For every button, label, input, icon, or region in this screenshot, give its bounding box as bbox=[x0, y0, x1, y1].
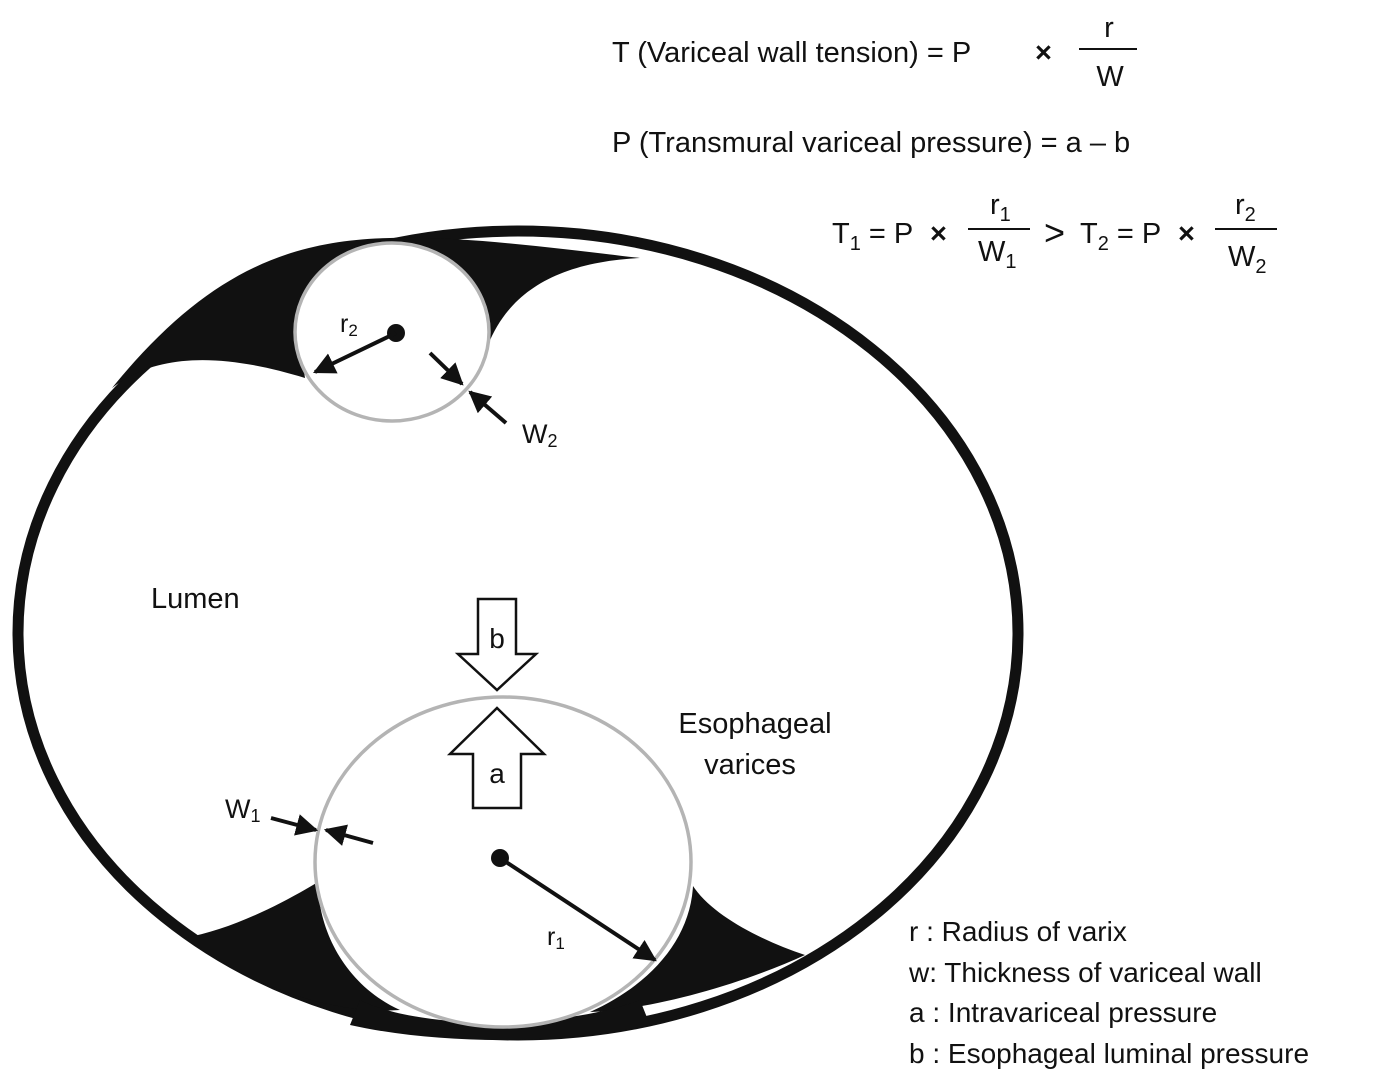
t1-main: T bbox=[832, 218, 850, 250]
t2-eq-p: = P bbox=[1109, 218, 1161, 250]
w1-arrow-inner bbox=[323, 824, 374, 846]
a-arrow-label: a bbox=[489, 758, 505, 789]
tension-times-sign: × bbox=[1035, 37, 1052, 69]
w2-label-main: W bbox=[522, 419, 548, 449]
legend-item-thickness: w: Thickness of variceal wall bbox=[908, 957, 1262, 988]
b-arrow-label: b bbox=[489, 623, 505, 654]
t2-fraction-r2: r2 bbox=[1235, 189, 1256, 226]
w2-arrow-outer bbox=[428, 351, 464, 386]
r2-sub: 2 bbox=[1245, 204, 1256, 226]
r2-label-main: r bbox=[340, 310, 348, 338]
t2-main: T bbox=[1080, 218, 1098, 250]
greater-than-sign: > bbox=[1044, 212, 1065, 253]
t2-sub: 2 bbox=[1098, 233, 1109, 255]
tension-formula-lhs: T (Variceal wall tension) = P bbox=[612, 37, 971, 69]
t1-eq-p: = P bbox=[861, 218, 913, 250]
lumen-label: Lumen bbox=[151, 583, 240, 615]
w2-arrow-inner bbox=[468, 390, 508, 425]
wall-bulge-top bbox=[112, 237, 640, 388]
tension-fraction-r: r bbox=[1104, 12, 1114, 44]
t1-fraction-r1: r1 bbox=[990, 189, 1011, 226]
varices-label-line1: Esophageal bbox=[678, 708, 831, 740]
r2-label-sub: 2 bbox=[348, 321, 357, 340]
varices-label-line2: varices bbox=[704, 749, 796, 781]
r2-label: r2 bbox=[340, 310, 358, 340]
w2-label-sub: 2 bbox=[547, 431, 557, 451]
wall-bulge-bottom-left bbox=[184, 882, 400, 1011]
t1-expression: T1 = P bbox=[832, 218, 913, 255]
wall-bulge-bottom-right bbox=[590, 886, 805, 1012]
pressure-formula: P (Transmural variceal pressure) = a – b bbox=[612, 127, 1130, 159]
r1-main: r bbox=[990, 189, 1000, 221]
wall-base-bottom bbox=[350, 1000, 650, 1040]
legend-item-luminal: b : Esophageal luminal pressure bbox=[909, 1038, 1309, 1069]
t1-fraction-w1: W1 bbox=[978, 236, 1017, 273]
pressure-a-arrow bbox=[446, 706, 548, 810]
pressure-b-arrow bbox=[454, 597, 540, 692]
w1-sub: 1 bbox=[1005, 251, 1016, 273]
t2-times-sign: × bbox=[1178, 218, 1195, 250]
r1-label-sub: 1 bbox=[555, 934, 564, 953]
w2-main: W bbox=[1228, 241, 1256, 273]
legend-item-radius: r : Radius of varix bbox=[909, 916, 1127, 947]
t1-times-sign: × bbox=[930, 218, 947, 250]
r1-sub: 1 bbox=[1000, 204, 1011, 226]
r1-label-main: r bbox=[547, 923, 555, 951]
w1-main: W bbox=[978, 236, 1006, 268]
r2-radius-arrow bbox=[313, 331, 397, 374]
w2-label: W2 bbox=[522, 419, 558, 451]
r1-label: r1 bbox=[547, 923, 565, 953]
w1-label-sub: 1 bbox=[250, 806, 260, 826]
t2-fraction-w2: W2 bbox=[1228, 241, 1267, 278]
t2-expression: T2 = P bbox=[1080, 218, 1161, 255]
tension-fraction-w: W bbox=[1096, 61, 1124, 93]
w1-arrow-outer bbox=[270, 814, 319, 836]
r1-radius-arrow bbox=[498, 856, 657, 962]
legend-item-intravariceal: a : Intravariceal pressure bbox=[909, 997, 1217, 1028]
legend: r : Radius of varix w: Thickness of vari… bbox=[908, 916, 1309, 1069]
t1-sub: 1 bbox=[850, 233, 861, 255]
w1-label: W1 bbox=[225, 794, 261, 826]
w1-label-main: W bbox=[225, 794, 251, 824]
r2-main: r bbox=[1235, 189, 1245, 221]
w2-sub: 2 bbox=[1255, 256, 1266, 278]
